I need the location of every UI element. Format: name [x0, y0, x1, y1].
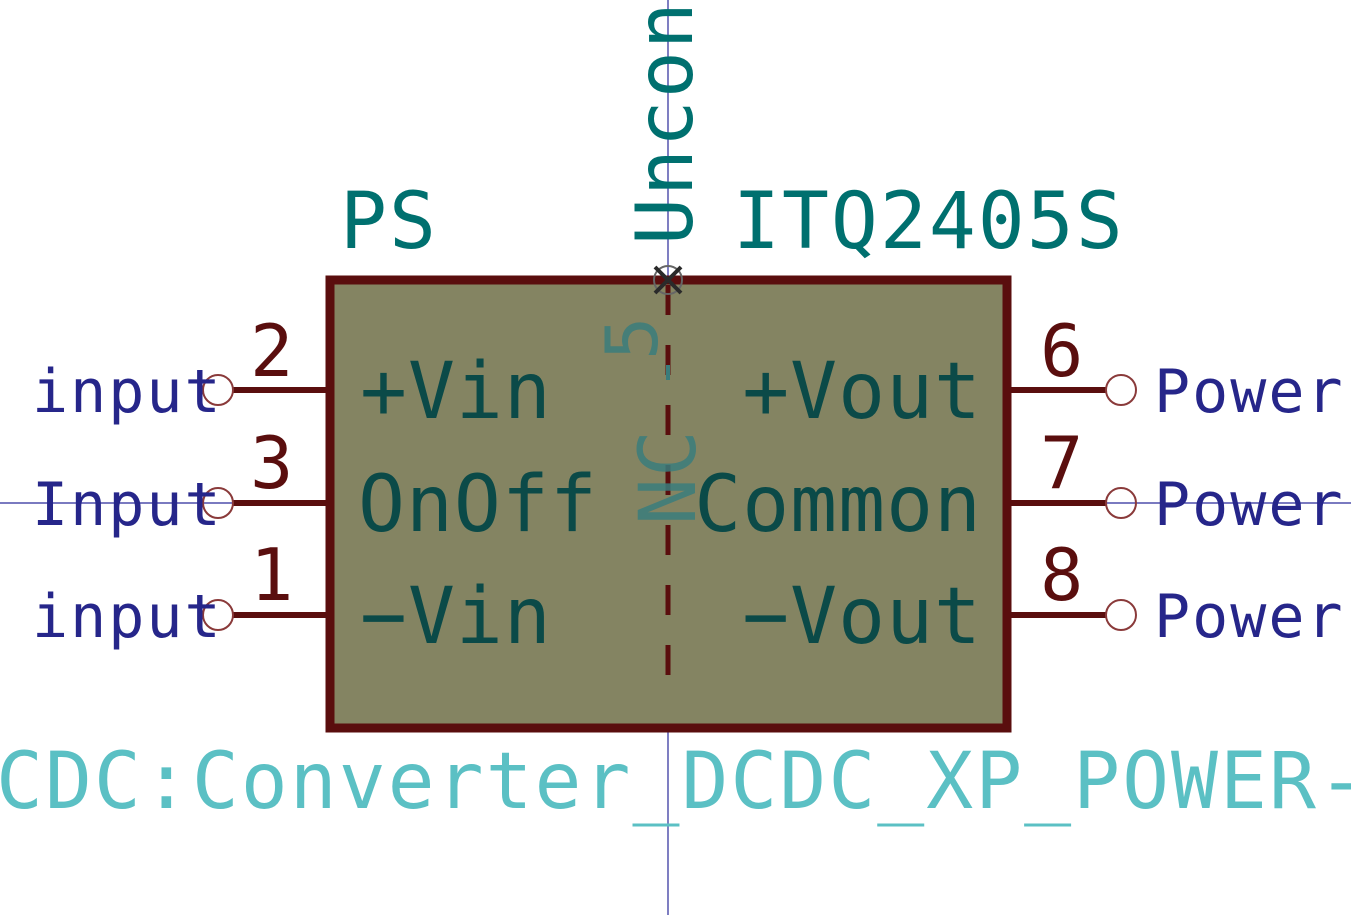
net-label-pin-3[interactable]: Input [32, 470, 223, 540]
pin-3-endpoint[interactable] [202, 487, 234, 519]
net-label-pin-8[interactable]: Power [1154, 582, 1345, 652]
pin-8-number: 8 [1040, 533, 1083, 617]
pin-7-number: 7 [1040, 421, 1083, 505]
pin-1-name: −Vin [360, 572, 552, 662]
pin-8-name: −Vout [742, 572, 982, 662]
reference-designator[interactable]: PS [340, 177, 438, 267]
component-value[interactable]: ITQ2405S [733, 177, 1125, 267]
pin-2-name: +Vin [360, 347, 552, 437]
pin-6-endpoint[interactable] [1105, 374, 1137, 406]
net-label-pin-1[interactable]: input [32, 582, 223, 652]
net-label-pin-7[interactable]: Power [1154, 470, 1345, 540]
pin-2-endpoint[interactable] [202, 374, 234, 406]
pin-7-name: Common [694, 460, 982, 550]
net-label-pin-6[interactable]: Power [1154, 357, 1345, 427]
pin-5-number: 5 [590, 317, 674, 360]
pin-6-name: +Vout [742, 347, 982, 437]
pin-1-number: 1 [250, 533, 293, 617]
pin-2-number: 2 [250, 309, 293, 393]
unconnected-label: Unconne [621, 0, 711, 245]
no-connect-marker[interactable] [653, 265, 683, 295]
pin-3-name: OnOff [358, 460, 598, 550]
pin-6-number: 6 [1040, 309, 1083, 393]
net-label-pin-2[interactable]: input [32, 357, 223, 427]
pin-3-number: 3 [250, 421, 293, 505]
pin-1-endpoint[interactable] [202, 599, 234, 631]
pin-5-name: NC [624, 429, 714, 525]
footprint-field[interactable]: CDC:Converter_DCDC_XP_POWER- [0, 737, 1351, 827]
pin-8-endpoint[interactable] [1105, 599, 1137, 631]
pin-7-endpoint[interactable] [1105, 487, 1137, 519]
